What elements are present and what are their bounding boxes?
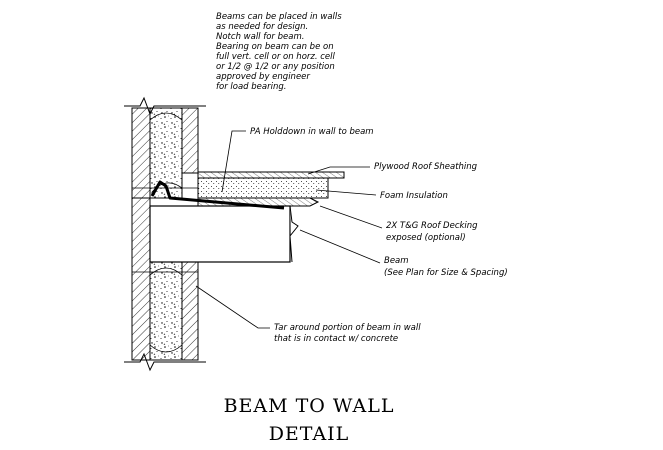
design-note-line-3: Notch wall for beam. bbox=[216, 32, 304, 42]
insulation-label: Foam Insulation bbox=[380, 191, 448, 201]
design-note-line-4: Bearing on beam can be on bbox=[216, 42, 334, 52]
tar-label-line-1: Tar around portion of beam in wall bbox=[274, 323, 421, 333]
design-note-line-6: or 1/2 @ 1/2 or any position bbox=[216, 62, 335, 72]
leader-lines bbox=[195, 130, 383, 329]
decking-label-line-2: exposed (optional) bbox=[386, 233, 466, 243]
design-note: Beams can be placed in walls as needed f… bbox=[216, 12, 342, 92]
beam-label-line-2: (See Plan for Size & Spacing) bbox=[384, 268, 508, 278]
beam-label-line-1: Beam bbox=[384, 256, 409, 266]
drawing-title-line-1: BEAM TO WALL bbox=[224, 395, 395, 417]
sheathing-label: Plywood Roof Sheathing bbox=[374, 162, 478, 172]
holddown-strap bbox=[150, 180, 285, 210]
tar-label-line-2: that is in contact w/ concrete bbox=[274, 334, 398, 344]
drawing-title-line-2: DETAIL bbox=[269, 423, 350, 445]
wall-lower bbox=[131, 197, 199, 361]
design-note-line-1: Beams can be placed in walls bbox=[216, 12, 342, 22]
design-note-line-8: for load bearing. bbox=[216, 82, 286, 92]
decking-label-line-1: 2X T&G Roof Decking bbox=[386, 221, 478, 231]
wall-break-lines bbox=[124, 96, 206, 372]
holddown-label: PA Holddown in wall to beam bbox=[250, 127, 374, 137]
design-note-line-2: as needed for design. bbox=[216, 22, 308, 32]
design-note-line-5: full vert. cell or on horz. cell bbox=[216, 52, 336, 62]
beam bbox=[149, 205, 299, 263]
design-note-line-7: approved by engineer bbox=[216, 72, 310, 82]
